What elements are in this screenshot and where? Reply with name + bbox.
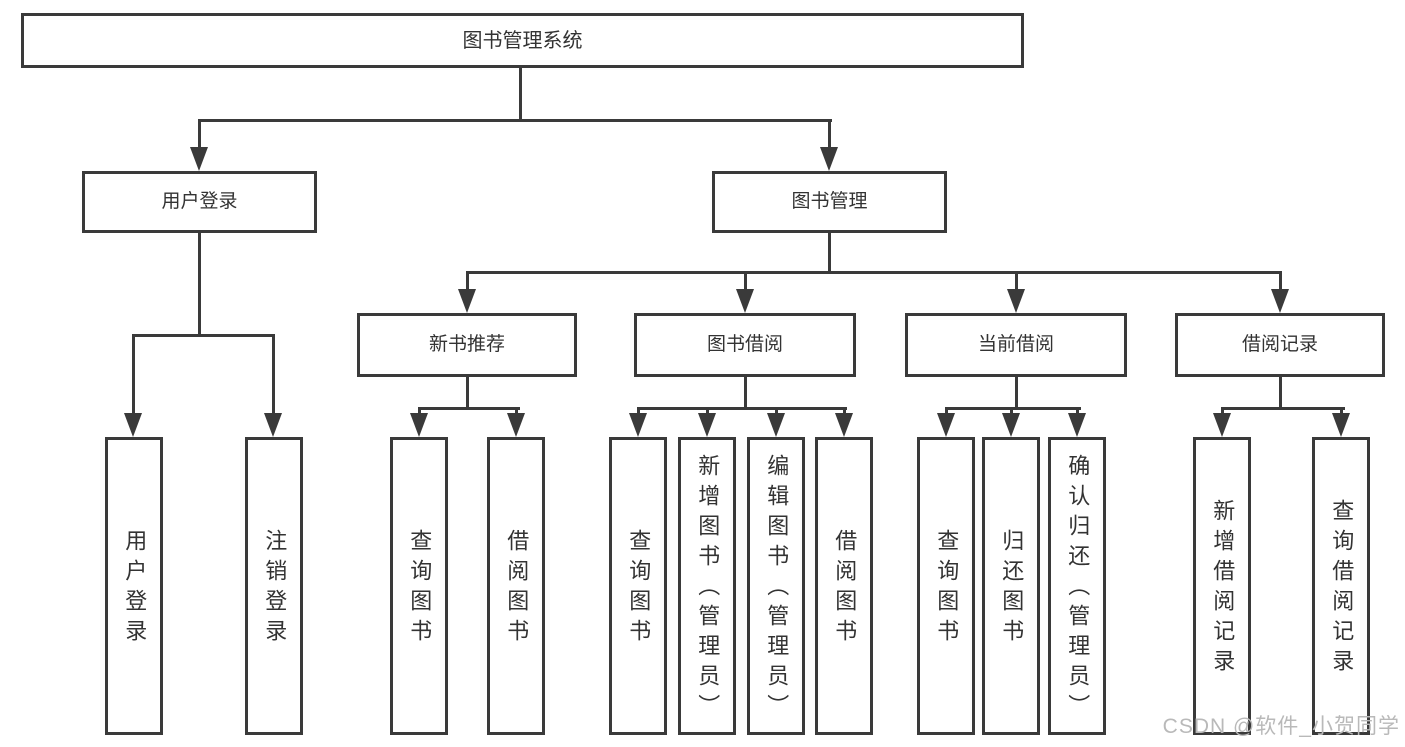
connector-rail-userlogin	[131, 333, 275, 337]
arrow-down-icon	[1271, 289, 1289, 313]
connector-stem-leaf	[417, 406, 421, 417]
leaf-add-books-admin: 新增图书（管理员）	[678, 437, 736, 735]
connector-bookmgmt-stem	[827, 233, 831, 274]
leaf-query-books-current: 查询图书	[917, 437, 975, 735]
leaf-add-borrow-record: 新增借阅记录	[1193, 437, 1251, 735]
leaf-edit-books-admin: 编辑图书（管理员）	[747, 437, 805, 735]
connector-stem-leaf	[944, 406, 948, 417]
arrow-down-icon	[264, 413, 282, 437]
arrow-down-icon	[1213, 413, 1231, 437]
arrow-down-icon	[767, 413, 785, 437]
connector-stem-level3	[465, 270, 469, 292]
leaf-user-login: 用户登录	[105, 437, 163, 735]
node-book-management: 图书管理	[712, 171, 947, 233]
arrow-down-icon	[1068, 413, 1086, 437]
connector-rail-level2	[197, 118, 832, 122]
connector-stem-leaf	[636, 406, 640, 417]
connector-stem-leaf	[774, 406, 778, 417]
connector-stem-level3	[743, 270, 747, 292]
connector-stem-leaf	[131, 333, 135, 416]
node-book-borrow: 图书借阅	[634, 313, 856, 377]
connector-stem-leaf	[1220, 406, 1224, 417]
connector-recommend-stem	[465, 377, 469, 410]
node-new-book-recommend: 新书推荐	[357, 313, 577, 377]
arrow-down-icon	[1002, 413, 1020, 437]
connector-stem-leaf	[1339, 406, 1343, 417]
arrow-down-icon	[1007, 289, 1025, 313]
leaf-return-books: 归还图书	[982, 437, 1040, 735]
connector-root-stem	[518, 68, 522, 121]
connector-currentborrow-stem	[1014, 377, 1018, 410]
arrow-down-icon	[698, 413, 716, 437]
connector-borrowrecords-stem	[1278, 377, 1282, 410]
arrow-down-icon	[458, 289, 476, 313]
node-borrow-records: 借阅记录	[1175, 313, 1385, 377]
connector-stem-user-login	[197, 118, 201, 150]
arrow-down-icon	[937, 413, 955, 437]
connector-stem-leaf	[514, 406, 518, 417]
connector-stem-leaf	[1009, 406, 1013, 417]
arrow-down-icon	[1332, 413, 1350, 437]
connector-stem-leaf	[271, 333, 275, 416]
connector-rail-currentborrow	[944, 406, 1081, 410]
leaf-query-borrow-record: 查询借阅记录	[1312, 437, 1370, 735]
node-user-login: 用户登录	[82, 171, 317, 233]
leaf-borrow-books: 借阅图书	[815, 437, 873, 735]
arrow-down-icon	[629, 413, 647, 437]
node-root-system: 图书管理系统	[21, 13, 1024, 68]
connector-rail-borrowrecords	[1220, 406, 1345, 410]
leaf-query-books-borrow: 查询图书	[609, 437, 667, 735]
leaf-logout: 注销登录	[245, 437, 303, 735]
connector-stem-level3	[1278, 270, 1282, 292]
connector-rail-recommend	[417, 406, 520, 410]
leaf-confirm-return-admin: 确认归还（管理员）	[1048, 437, 1106, 735]
node-current-borrow: 当前借阅	[905, 313, 1127, 377]
arrow-down-icon	[835, 413, 853, 437]
arrow-down-icon	[820, 147, 838, 171]
leaf-borrow-books-recommend: 借阅图书	[487, 437, 545, 735]
connector-stem-leaf	[705, 406, 709, 417]
connector-stem-level3	[1014, 270, 1018, 292]
arrow-down-icon	[410, 413, 428, 437]
connector-rail-bookborrow	[636, 406, 847, 410]
arrow-down-icon	[190, 147, 208, 171]
connector-stem-leaf	[1075, 406, 1079, 417]
connector-bookborrow-stem	[743, 377, 747, 410]
arrow-down-icon	[124, 413, 142, 437]
connector-rail-level3	[465, 270, 1282, 274]
arrow-down-icon	[507, 413, 525, 437]
leaf-query-books-recommend: 查询图书	[390, 437, 448, 735]
connector-userlogin-stem	[197, 233, 201, 335]
csdn-watermark: CSDN @软件_小贺同学	[1162, 715, 1400, 738]
connector-stem-leaf	[842, 406, 846, 417]
connector-stem-book-management	[827, 118, 831, 150]
arrow-down-icon	[736, 289, 754, 313]
